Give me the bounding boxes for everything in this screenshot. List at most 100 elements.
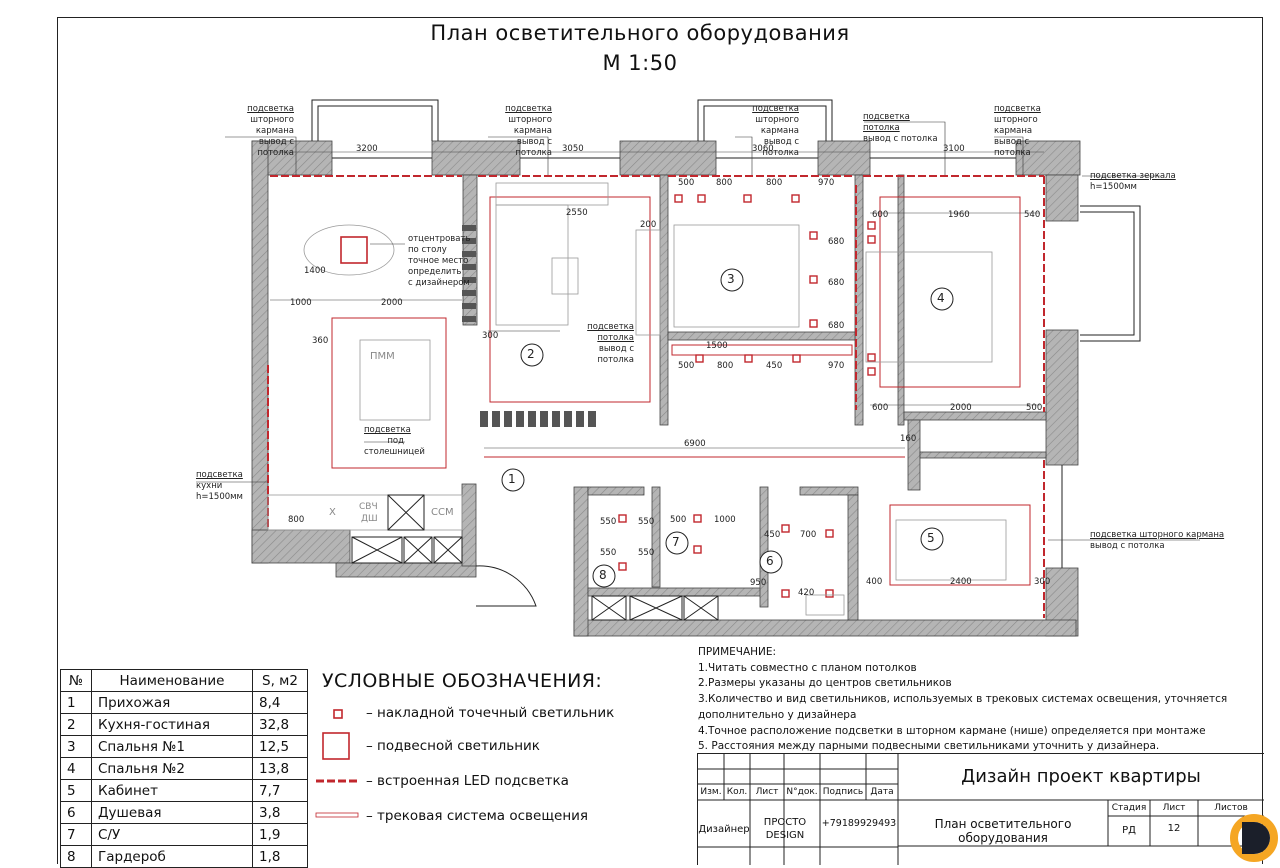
room-number-5: 5 bbox=[927, 531, 935, 545]
sofa-back bbox=[495, 182, 609, 206]
dim: 550 bbox=[600, 548, 617, 558]
dim: 3100 bbox=[943, 144, 965, 154]
cabinet bbox=[403, 536, 433, 564]
dim: 1960 bbox=[948, 210, 970, 220]
legend-pendant-symbol bbox=[322, 732, 350, 760]
appliance-oven: ДШ bbox=[361, 514, 378, 524]
dim: 2550 bbox=[566, 208, 588, 218]
col-sign: Подпись bbox=[822, 787, 864, 797]
col-header: S, м2 bbox=[252, 669, 308, 692]
dining-table bbox=[303, 224, 395, 276]
pendant-light bbox=[340, 236, 368, 264]
track bbox=[879, 196, 1021, 388]
dim: 500 bbox=[1026, 403, 1043, 413]
spot-light bbox=[809, 231, 818, 240]
table-header-row: № Наименование S, м2 bbox=[60, 669, 308, 692]
wall-seg bbox=[759, 486, 769, 608]
dim: 450 bbox=[764, 530, 781, 540]
legend-pendant: – подвесной светильник bbox=[366, 738, 540, 754]
track bbox=[331, 317, 447, 469]
dim: 500 bbox=[678, 178, 695, 188]
dim: 600 bbox=[872, 210, 889, 220]
spot-light bbox=[693, 545, 702, 554]
appliance-fridge: Х bbox=[329, 507, 336, 518]
kitchen-island bbox=[359, 339, 431, 421]
dim: 800 bbox=[716, 178, 733, 188]
cabinet bbox=[683, 595, 719, 621]
led-strips bbox=[267, 175, 1045, 618]
dim: 700 bbox=[800, 530, 817, 540]
spot-light bbox=[867, 235, 876, 244]
dim: 300 bbox=[482, 331, 499, 341]
dim: 1000 bbox=[714, 515, 736, 525]
appliance-microwave: СВЧ bbox=[359, 502, 378, 512]
dim: 600 bbox=[872, 403, 889, 413]
drawing-title: План осветительного оборудования bbox=[430, 21, 850, 45]
spot-light bbox=[781, 524, 790, 533]
dim: 360 bbox=[312, 336, 329, 346]
dim: 800 bbox=[717, 361, 734, 371]
coffee-table bbox=[551, 257, 579, 295]
col-list: Лист bbox=[755, 787, 779, 797]
spot-lights bbox=[618, 194, 876, 598]
dim: 970 bbox=[818, 178, 835, 188]
entry-door bbox=[475, 565, 537, 607]
dim: 200 bbox=[640, 220, 657, 230]
role: Дизайнер bbox=[698, 824, 750, 835]
notes-title: ПРИМЕЧАНИЕ: bbox=[698, 646, 777, 658]
callout-leaders bbox=[196, 121, 1200, 541]
room-number-2: 2 bbox=[527, 347, 535, 361]
wall-seg bbox=[907, 419, 921, 491]
windows bbox=[311, 99, 1141, 607]
dim: 160 bbox=[900, 434, 917, 444]
wall-seg bbox=[667, 331, 856, 341]
dim: 1400 bbox=[304, 266, 326, 276]
note-line: 4.Точное расположение подсветки в шторно… bbox=[698, 724, 1206, 737]
stage-header: Стадия bbox=[1111, 803, 1147, 813]
dim: 680 bbox=[828, 278, 845, 288]
spot-light bbox=[618, 514, 627, 523]
wall-seg bbox=[251, 140, 269, 564]
legend-symbols bbox=[315, 709, 359, 818]
company-logo bbox=[1230, 814, 1278, 862]
walls bbox=[251, 140, 1081, 637]
bed bbox=[865, 251, 993, 363]
phone: +79189929493 bbox=[821, 818, 897, 829]
title-block: Изм. Кол. Лист N°док. Подпись Дата Дизай… bbox=[697, 753, 1264, 865]
room-number-6: 6 bbox=[766, 554, 774, 568]
spot-light bbox=[825, 529, 834, 538]
kitchen-counter bbox=[267, 494, 463, 531]
legend-track-symbol bbox=[315, 812, 359, 818]
spot-light bbox=[693, 514, 702, 523]
storage bbox=[351, 494, 719, 621]
tv-unit bbox=[635, 229, 661, 336]
spot-light bbox=[809, 319, 818, 328]
dim: 800 bbox=[766, 178, 783, 188]
furniture bbox=[267, 182, 1007, 616]
stage-value: РД bbox=[1122, 825, 1136, 836]
project-title: Дизайн проект квартиры bbox=[961, 766, 1201, 787]
track-luminaires bbox=[462, 225, 596, 427]
dim: 500 bbox=[678, 361, 695, 371]
room-number-4: 4 bbox=[937, 291, 945, 305]
col-header: Наименование bbox=[91, 669, 253, 692]
room-number-1: 1 bbox=[508, 472, 516, 486]
appliance-dishwasher: ПММ bbox=[370, 351, 395, 362]
note-line: 1.Читать совместно с планом потолков bbox=[698, 661, 917, 674]
legend-title: УСЛОВНЫЕ ОБОЗНАЧЕНИЯ: bbox=[322, 670, 603, 692]
room-number-8: 8 bbox=[599, 568, 607, 582]
spot-light bbox=[695, 354, 704, 363]
wall-seg bbox=[1015, 140, 1081, 176]
